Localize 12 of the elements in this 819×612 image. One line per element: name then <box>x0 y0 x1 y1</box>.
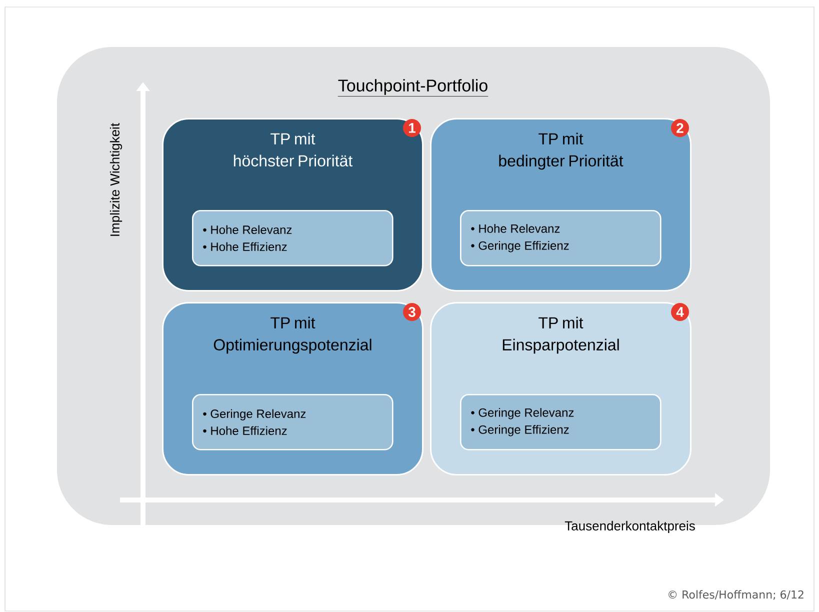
title-text: Touchpoint-Portfolio <box>338 79 488 97</box>
credit-text: © Rolfes/Hoffmann; 6/12 <box>668 590 804 600</box>
criteria-box: • Geringe Relevanz • Geringe Effizienz <box>460 394 662 450</box>
axis-label: Implizite Wichtigkeit <box>110 123 122 236</box>
number-badge: 1 <box>403 119 421 137</box>
criteria-box: • Hohe Relevanz • Hohe Effizienz <box>192 210 394 266</box>
number-badge: 3 <box>403 303 421 321</box>
criteria-box: • Geringe Relevanz • Hohe Effizienz <box>192 394 394 450</box>
criteria-box: • Hohe Relevanz • Geringe Effizienz <box>460 210 662 266</box>
number-badge: 4 <box>671 303 689 321</box>
axis-label: Tausenderkontaktpreis <box>564 520 695 534</box>
number-badge: 2 <box>671 119 689 137</box>
